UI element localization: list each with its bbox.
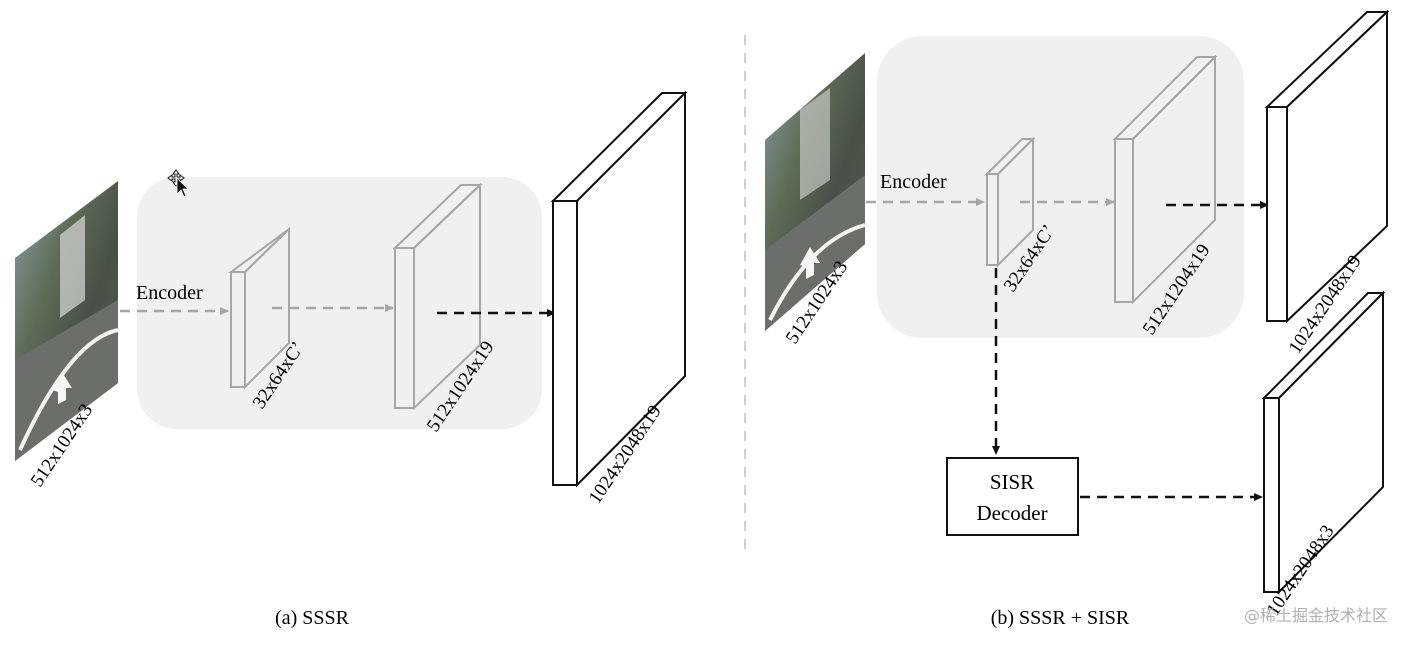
watermark: @稀土掘金技术社区	[1244, 606, 1388, 625]
logits-block-a	[392, 182, 483, 411]
encoder-region-a	[137, 177, 542, 429]
seg-output-block-b	[1264, 9, 1390, 324]
caption-a: (a) SSSR	[275, 607, 350, 629]
logits-block-b	[1112, 54, 1218, 305]
sisr-decoder-line2: Decoder	[976, 501, 1047, 525]
encoder-region-b	[877, 36, 1244, 338]
sisr-decoder-box	[946, 457, 1079, 536]
sr-output-block-b	[1261, 290, 1386, 595]
caption-b: (b) SSSR + SISR	[991, 607, 1130, 629]
output-block-a	[550, 90, 688, 488]
panel-b: 512x1024x3 Encoder 32x64xC’ 512x1204x19	[765, 9, 1390, 629]
move-cursor-icon	[167, 169, 189, 198]
panel-a: 512x1024x3 Encoder 32x64xC’ 512x1024x19	[15, 90, 688, 629]
input-image-a	[15, 181, 119, 461]
encoder-label-b: Encoder	[880, 171, 947, 193]
input-image-b	[765, 53, 866, 331]
feature-block-a	[227, 226, 290, 390]
sisr-decoder-line1: SISR	[990, 470, 1034, 494]
encoder-label-a: Encoder	[136, 282, 203, 304]
feature-block-b	[984, 136, 1036, 268]
